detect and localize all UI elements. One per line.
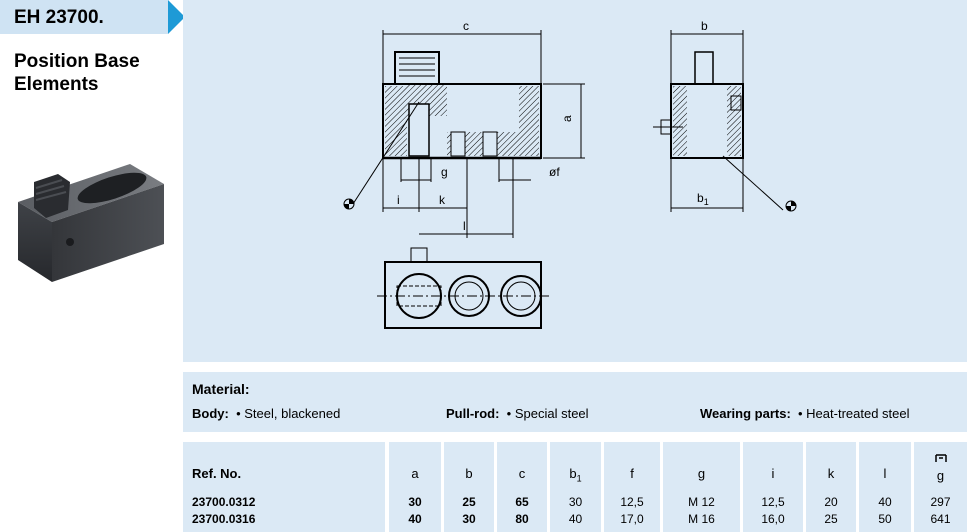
product-photo [18, 164, 164, 282]
cell-l: 40 [878, 495, 892, 509]
header-c: c [518, 466, 526, 481]
cell-i: 16,0 [761, 512, 785, 526]
header-l: l [883, 466, 887, 481]
title-arrow-icon [168, 0, 185, 34]
cell-g: M 16 [688, 512, 715, 526]
cell-ref: 23700.0316 [192, 512, 256, 526]
material-pullrod-label: Pull-rod: [446, 406, 500, 421]
header-ref: Ref. No. [192, 466, 242, 481]
header-k: k [827, 466, 835, 481]
cell-f: 17,0 [620, 512, 644, 526]
dimensions-table: Ref. No. 23700.0312 23700.0316 a 30 40 b… [183, 442, 967, 532]
cell-weight: 641 [930, 512, 951, 526]
material-wearing: Wearing parts: • Heat-treated steel [700, 406, 910, 421]
dim-label-g: g [441, 165, 448, 179]
cell-ref: 23700.0312 [192, 495, 256, 509]
material-wearing-value: Heat-treated steel [806, 406, 910, 421]
col-a: a 30 40 [389, 442, 441, 532]
cell-a: 30 [408, 495, 422, 509]
material-wearing-label: Wearing parts: [700, 406, 791, 421]
technical-drawing: c a g øf i k l b b1 [343, 19, 797, 329]
dim-label-c: c [463, 19, 469, 33]
cell-a: 40 [408, 512, 422, 526]
material-pullrod: Pull-rod: • Special steel [446, 406, 589, 421]
cell-b: 30 [462, 512, 476, 526]
cell-c: 80 [515, 512, 529, 526]
product-title-line2: Elements [14, 74, 99, 95]
cell-b1: 30 [568, 495, 583, 509]
product-title-line1: Position Base [14, 51, 140, 72]
material-pullrod-value: Special steel [514, 406, 589, 421]
col-ref: Ref. No. 23700.0312 23700.0316 [183, 442, 385, 532]
material-body-label: Body: [192, 406, 229, 421]
cell-i: 12,5 [761, 495, 785, 509]
col-i: i 12,5 16,0 [743, 442, 803, 532]
col-c: c 65 80 [497, 442, 547, 532]
cell-c: 65 [515, 495, 529, 509]
cell-weight: 297 [930, 495, 951, 509]
header-b1: b1 [569, 466, 582, 484]
material-heading: Material: [192, 381, 250, 397]
material-body: Body: • Steel, blackened [192, 406, 341, 421]
col-g: g M 12 M 16 [663, 442, 740, 532]
product-code: EH 23700. [14, 7, 104, 28]
header-b: b [465, 466, 473, 481]
cell-k: 20 [824, 495, 838, 509]
cell-b: 25 [462, 495, 476, 509]
col-k: k 20 25 [806, 442, 856, 532]
dim-label-i: i [397, 193, 400, 207]
header-f: f [630, 466, 634, 481]
header-a: a [411, 466, 419, 481]
header-g: g [697, 466, 706, 481]
title-tab [0, 0, 168, 34]
header-i: i [771, 466, 775, 481]
cell-g: M 12 [688, 495, 715, 509]
header-weight: g [936, 468, 945, 483]
col-f: f 12,5 17,0 [604, 442, 660, 532]
material-body-value: Steel, blackened [244, 406, 341, 421]
dim-label-a: a [560, 115, 574, 122]
dim-label-k: k [439, 193, 446, 207]
dim-label-f: øf [549, 165, 560, 179]
cell-b1: 40 [568, 512, 583, 526]
cell-l: 50 [878, 512, 892, 526]
col-weight: g 297 641 [914, 442, 967, 532]
product-title: Position Base Elements [14, 50, 184, 96]
technical-drawing-panel: c a g øf i k l b b1 [183, 0, 967, 362]
col-b1: b1 30 40 [550, 442, 601, 532]
cell-f: 12,5 [620, 495, 644, 509]
material-panel: Material: Body: • Steel, blackened Pull-… [183, 372, 967, 432]
dim-label-b: b [701, 19, 708, 33]
col-b: b 25 30 [444, 442, 494, 532]
dim-label-b1: b1 [697, 191, 709, 207]
dim-label-l: l [463, 219, 466, 233]
cell-k: 25 [824, 512, 838, 526]
weight-icon [935, 454, 947, 462]
col-l: l 40 50 [859, 442, 911, 532]
